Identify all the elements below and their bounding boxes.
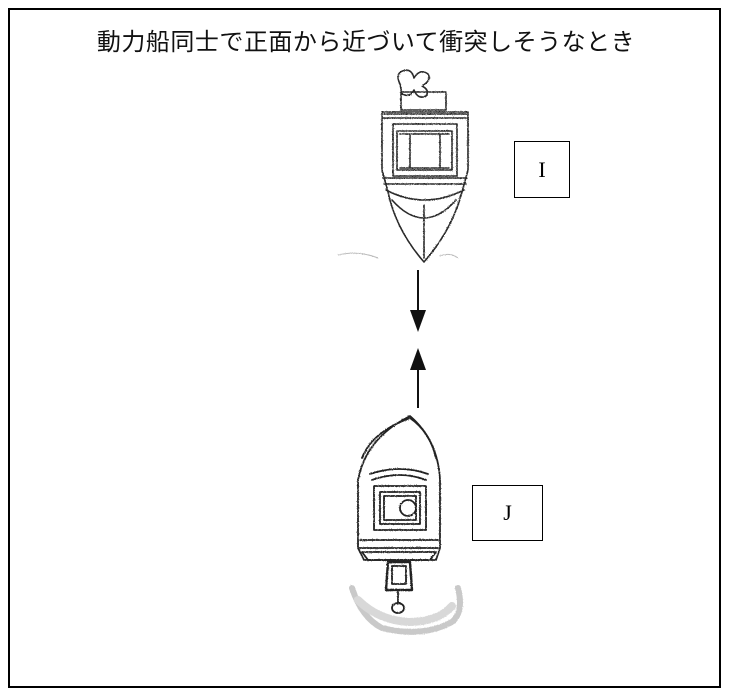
boat-j-sketch <box>349 415 463 635</box>
diagram-canvas <box>337 69 469 635</box>
arrow-i <box>410 270 426 332</box>
figure-frame <box>8 8 721 688</box>
boat-label-i: I <box>514 141 570 198</box>
boat-label-j: J <box>472 485 543 541</box>
boat-i-sketch <box>337 69 469 263</box>
arrow-j <box>410 348 426 408</box>
figure-title: 動力船同士で正面から近づいて衝突しそうなとき <box>96 28 636 56</box>
